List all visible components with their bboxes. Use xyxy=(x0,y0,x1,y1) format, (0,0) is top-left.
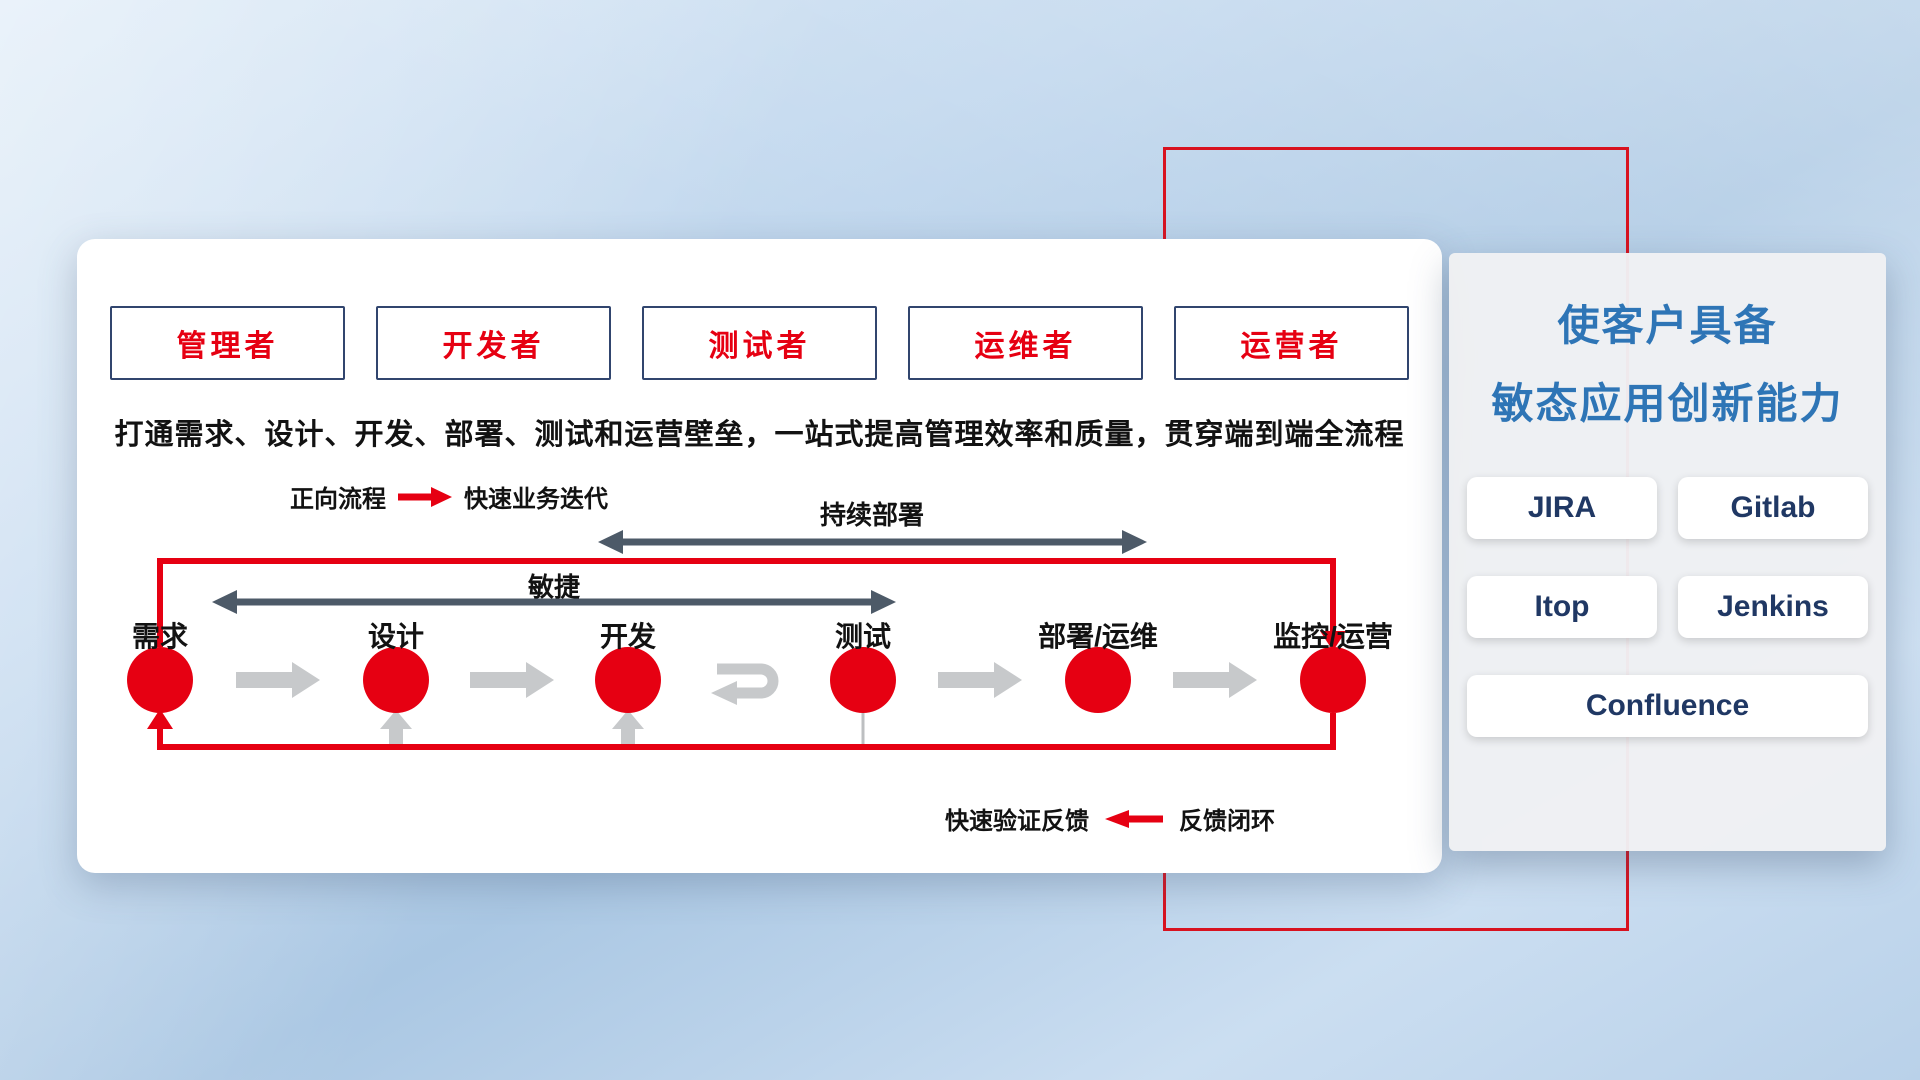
agile-arrow xyxy=(212,590,896,614)
flow-diagram xyxy=(127,530,1366,750)
flow-arrow-2 xyxy=(470,662,554,698)
flow-arrow-4 xyxy=(1173,662,1257,698)
tool-chip-jira: JIRA xyxy=(1467,477,1657,539)
step-label-monitor-biz: 监控/运营 xyxy=(1273,621,1393,652)
capability-title: 使客户具备 敏态应用创新能力 xyxy=(1449,253,1886,443)
legend-forward-label: 正向流程 xyxy=(290,486,386,513)
step-label-deploy-ops: 部署/运维 xyxy=(1038,621,1158,652)
devops-flow-panel: 管理者 开发者 测试者 运维者 运营者 打通需求、设计、开发、部署、测试和运营壁… xyxy=(77,239,1442,873)
capability-panel: 使客户具备 敏态应用创新能力 JIRA Gitlab Itop Jenkins … xyxy=(1449,253,1886,851)
role-box-operator: 运维者 xyxy=(908,306,1143,380)
flow-description: 打通需求、设计、开发、部署、测试和运营壁垒，一站式提高管理效率和质量，贯穿端到端… xyxy=(114,419,1405,451)
step-label-requirement: 需求 xyxy=(131,621,188,652)
step-label-test: 测试 xyxy=(834,621,891,652)
legend-feedback: 快速验证反馈 反馈闭环 xyxy=(945,801,1275,836)
agile-label: 敏捷 xyxy=(527,572,580,602)
step-circle-test xyxy=(830,647,896,713)
feedback-up-arrow-develop xyxy=(612,710,644,744)
role-box-tester: 测试者 xyxy=(642,306,877,380)
step-circle-deploy-ops xyxy=(1065,647,1131,713)
continuous-deployment-label: 持续部署 xyxy=(819,500,924,530)
legend-feedback-label: 快速验证反馈 xyxy=(945,808,1089,835)
tool-chip-confluence: Confluence xyxy=(1467,675,1868,737)
iteration-loop-icon xyxy=(711,663,779,705)
step-circle-develop xyxy=(595,647,661,713)
forward-loop-line xyxy=(157,558,1346,651)
continuous-deployment-arrow xyxy=(598,530,1147,554)
legend-forward: 正向流程 快速业务迭代 xyxy=(290,479,608,514)
flow-arrow-1 xyxy=(236,662,320,698)
tool-chip-jenkins: Jenkins xyxy=(1678,576,1868,638)
role-box-developer: 开发者 xyxy=(376,306,611,380)
feedback-up-arrow-design xyxy=(380,710,412,744)
tool-chip-itop: Itop xyxy=(1467,576,1657,638)
red-left-arrow-icon xyxy=(1105,809,1163,828)
tools-grid: JIRA Gitlab Itop Jenkins Confluence xyxy=(1449,477,1886,737)
step-label-design: 设计 xyxy=(367,621,424,652)
role-box-manager: 管理者 xyxy=(110,306,345,380)
roles-row: 管理者 开发者 测试者 运维者 运营者 xyxy=(110,306,1409,380)
step-label-develop: 开发 xyxy=(599,621,656,652)
capability-title-line1: 使客户具备 xyxy=(1557,302,1778,349)
feedback-loop-line xyxy=(147,709,1336,750)
red-right-arrow-icon xyxy=(398,486,452,507)
tool-chip-gitlab: Gitlab xyxy=(1678,477,1868,539)
step-circle-monitor-biz xyxy=(1300,647,1366,713)
step-circle-design xyxy=(363,647,429,713)
legend-feedback-text: 反馈闭环 xyxy=(1179,808,1275,835)
role-box-business: 运营者 xyxy=(1174,306,1409,380)
capability-title-line2: 敏态应用创新能力 xyxy=(1491,380,1844,427)
step-circle-requirement xyxy=(127,647,193,713)
legend-forward-text: 快速业务迭代 xyxy=(464,486,608,513)
flow-arrow-3 xyxy=(938,662,1022,698)
